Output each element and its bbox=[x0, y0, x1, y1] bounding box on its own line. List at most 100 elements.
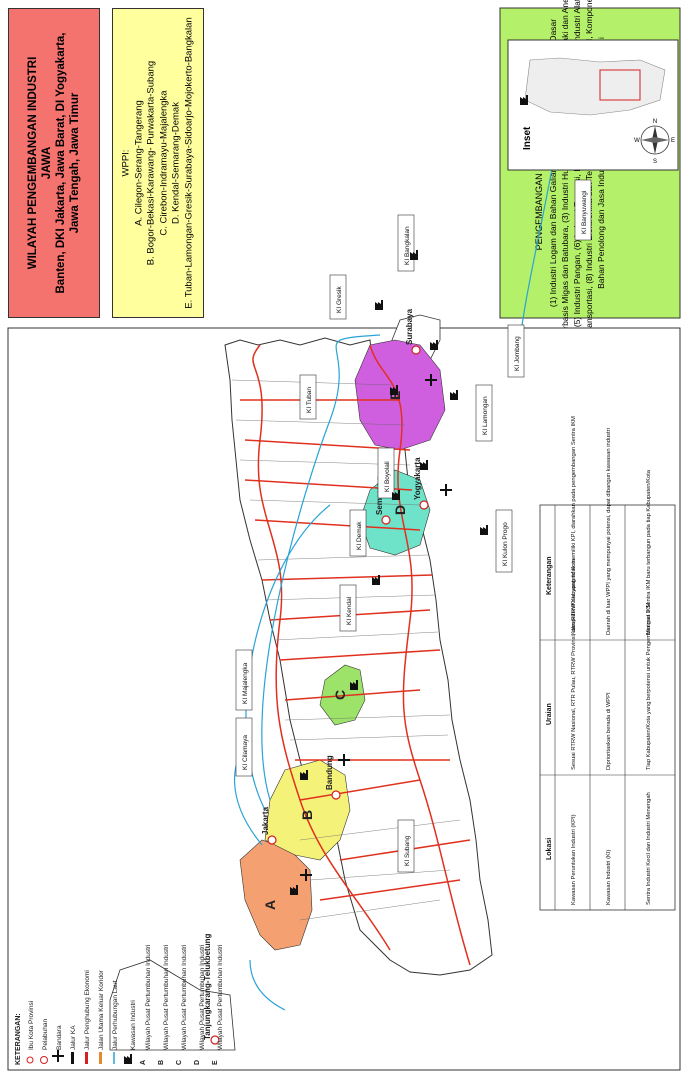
ki-label: KI Gresik bbox=[336, 286, 343, 313]
compass-s: S bbox=[653, 159, 657, 165]
capital-marker-icon bbox=[419, 500, 429, 510]
factory-icon bbox=[410, 250, 418, 260]
airport-icon bbox=[300, 869, 312, 881]
factory-icon bbox=[372, 575, 380, 585]
table-cell: Minimal 1 Sentra IKM baru terbangun pada… bbox=[646, 469, 652, 635]
factory-icon bbox=[520, 95, 528, 105]
legend-heading: KETERANGAN: bbox=[15, 1013, 22, 1065]
city-bandung: Bandung bbox=[325, 755, 334, 790]
capital-markers bbox=[210, 345, 429, 1045]
ki-label: KI Jombang bbox=[514, 336, 521, 371]
ki-label: KI Demak bbox=[356, 521, 363, 550]
legend: KETERANGAN: Ibu Kota Provinsi Pelabuhan … bbox=[15, 945, 224, 1066]
legend-item: Wilayah Pusat Pertumbuhan Industri bbox=[163, 945, 170, 1051]
factory-icon bbox=[450, 390, 458, 400]
ki-label: KI Boyolali bbox=[384, 461, 391, 492]
wppi-c-label: C bbox=[332, 690, 348, 700]
info-table: Lokasi Uraian Keterangan Kawasan Peruntu… bbox=[539, 416, 676, 911]
capital-marker-icon bbox=[267, 835, 277, 845]
legend-item: Wilayah Pusat Pertumbuhan Industri bbox=[181, 945, 188, 1051]
legend-letter-b: B bbox=[158, 1060, 165, 1065]
factory-icon bbox=[480, 525, 488, 535]
table-cell: Kabupaten/Kota yang tidak memiliki KPI, … bbox=[571, 416, 577, 635]
ki-label: KI Bangkalan bbox=[404, 226, 411, 265]
legend-item: Jalan Utama Keluar Koridor bbox=[98, 969, 105, 1050]
airport-icon bbox=[338, 754, 350, 766]
ki-label: KI Cilamaya bbox=[242, 735, 249, 770]
airport-icon bbox=[440, 484, 452, 496]
ki-label: KI Lamongan bbox=[482, 396, 489, 435]
ki-label: KI Banyuwangi bbox=[581, 191, 588, 234]
airport-icon bbox=[425, 374, 437, 386]
wppi-d-label: D bbox=[392, 505, 408, 515]
capital-marker-icon bbox=[411, 345, 421, 355]
factory-icon bbox=[420, 460, 428, 470]
rail-legend-icon bbox=[71, 1052, 74, 1064]
factory-icon bbox=[390, 385, 398, 395]
legend-letter-a: A bbox=[140, 1060, 147, 1065]
port-legend-icon bbox=[40, 1056, 48, 1064]
capital-marker-icon bbox=[381, 515, 391, 525]
table-header-lokasi: Lokasi bbox=[546, 838, 553, 860]
ki-label: KI Kulon Progo bbox=[502, 522, 509, 566]
legend-letter-e: E bbox=[212, 1060, 219, 1065]
legend-item: Wilayah Pusat Pertumbuhan Industri bbox=[145, 945, 152, 1051]
legend-letter-d: D bbox=[194, 1060, 201, 1065]
legend-item: Bandara bbox=[56, 1025, 63, 1050]
compass-icon: N S E W bbox=[634, 119, 675, 165]
city-surabaya: Surabaya bbox=[405, 308, 414, 345]
table-cell: Daerah di luar WPPI yang mempunyai poten… bbox=[606, 428, 612, 635]
legend-item: Jalur Penghubung Ekonomi bbox=[84, 970, 91, 1050]
table-cell: Kawasan Industri (KI) bbox=[606, 850, 612, 905]
title-panel: WILAYAH PENGEMBANGAN INDUSTRI JAWA Bante… bbox=[8, 8, 100, 318]
industry-markers bbox=[290, 95, 528, 895]
wppi-b-label: B bbox=[299, 810, 315, 820]
main-road-legend-icon bbox=[99, 1052, 102, 1064]
city-tanjungkarang: Tanjungkarang-Telukbetung bbox=[203, 934, 212, 1040]
wppi-regions bbox=[239, 339, 446, 951]
capital-marker-icon bbox=[331, 790, 341, 800]
compass-e: E bbox=[671, 138, 675, 144]
table-cell: Diprioritaskan berada di WPPI bbox=[606, 692, 612, 770]
wppi-a-region bbox=[239, 839, 313, 951]
road-network bbox=[240, 344, 471, 966]
capital-legend-icon bbox=[26, 1056, 34, 1064]
legend-letter-c: C bbox=[176, 1060, 183, 1065]
factory-icon bbox=[430, 340, 438, 350]
table-cell: Kawasan Peruntukan Industri (KPI) bbox=[571, 814, 577, 905]
factory-icon bbox=[375, 300, 383, 310]
legend-item: Ibu Kota Provinsi bbox=[28, 1001, 35, 1050]
ki-label: KI Majalengka bbox=[242, 662, 249, 704]
ki-label: KI Kendal bbox=[346, 596, 353, 625]
city-yogyakarta: Yogyakarta bbox=[413, 457, 422, 500]
airport-legend-icon bbox=[52, 1050, 64, 1062]
legend-item: Wilayah Pusat Pertumbuhan Industri bbox=[217, 945, 224, 1051]
legend-item: Jalur KA bbox=[70, 1025, 77, 1050]
ki-label: KI Subang bbox=[404, 835, 411, 866]
legend-item: Kawasan Industri bbox=[130, 1000, 137, 1050]
wppi-a-label: A bbox=[262, 900, 278, 910]
compass-n: N bbox=[653, 119, 657, 125]
inset-label: Inset bbox=[522, 126, 533, 150]
table-cell: Sesuai RTRW Nasional, RTR Pulau, RTRW Pr… bbox=[571, 558, 577, 770]
table-cell: Sentra Industri Kecil dan Industri Menen… bbox=[646, 792, 652, 905]
table-header-uraian: Uraian bbox=[546, 703, 553, 725]
factory-icon bbox=[290, 885, 298, 895]
factory-legend-icon bbox=[124, 1054, 132, 1064]
city-jakarta: Jakarta bbox=[261, 806, 270, 835]
capital-marker-icon bbox=[210, 1035, 220, 1045]
wppi-e-label: E bbox=[387, 391, 403, 400]
compass-w: W bbox=[634, 138, 640, 144]
economic-route-legend-icon bbox=[85, 1052, 88, 1064]
legend-item: Jalur Perhubungan Laut bbox=[112, 980, 119, 1050]
inset-map: Inset N S E W bbox=[507, 39, 679, 171]
legend-item: Wilayah Pusat Pertumbuhan Industri bbox=[199, 945, 206, 1051]
table-header-keterangan: Keterangan bbox=[546, 556, 553, 595]
sumatra-tip bbox=[109, 959, 236, 1051]
wppi-panel: WPPI: A. Cilegon-Serang-Tangerang B. Bog… bbox=[112, 8, 204, 318]
factory-icon bbox=[350, 680, 358, 690]
airport-markers bbox=[300, 374, 452, 881]
table-cell: Tiap Kabupaten/Kota yang berpotensi untu… bbox=[646, 602, 652, 770]
factory-icon bbox=[300, 770, 308, 780]
legend-item: Pelabuhan bbox=[42, 1019, 49, 1050]
